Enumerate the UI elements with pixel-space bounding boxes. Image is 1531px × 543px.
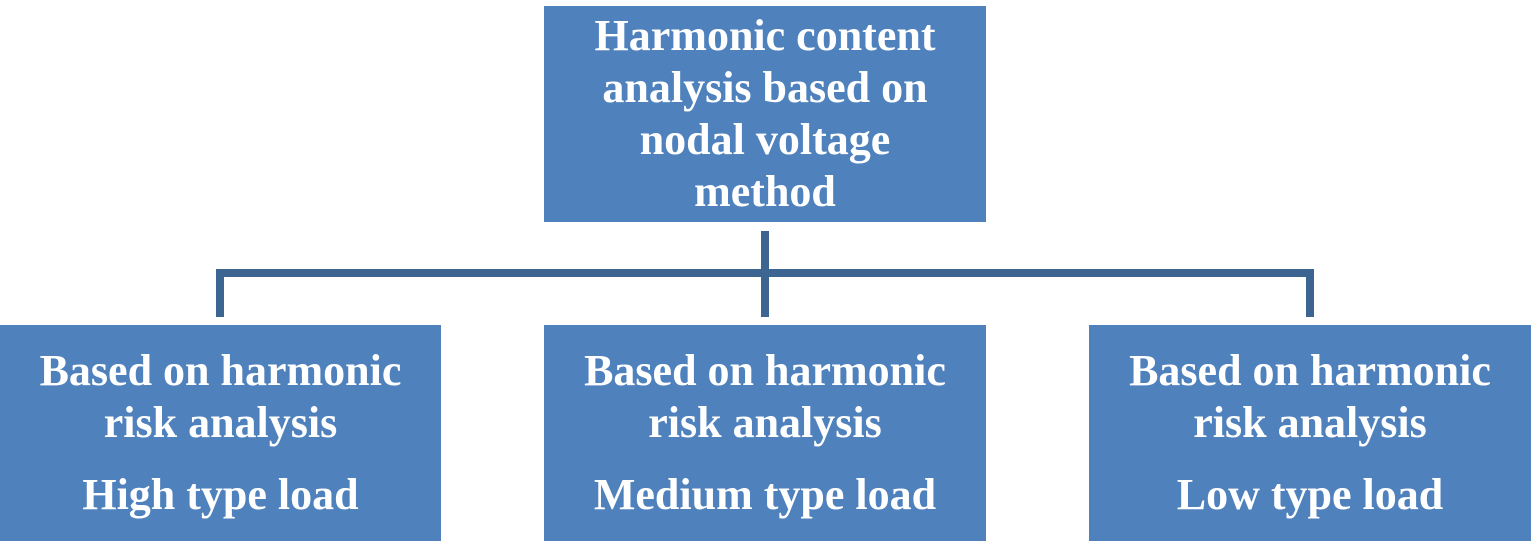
root-line-3: nodal voltage: [639, 115, 891, 164]
child-low-load-label: Low type load: [1176, 470, 1444, 519]
child-medium-load-label: Medium type load: [593, 470, 937, 519]
child-high-load-label: High type load: [82, 470, 359, 519]
root-line-4: method: [694, 167, 836, 216]
root-line-1: Harmonic content: [594, 11, 936, 60]
child-medium-line-1: Based on harmonic: [584, 346, 946, 395]
child-node-high: Based on harmonic risk analysis High typ…: [0, 325, 441, 541]
child-high-line-2: risk analysis: [103, 398, 338, 447]
root-node: Harmonic content analysis based on nodal…: [544, 6, 986, 222]
child-node-medium: Based on harmonic risk analysis Medium t…: [544, 325, 986, 541]
child-low-line-2: risk analysis: [1193, 398, 1427, 447]
child-node-low: Based on harmonic risk analysis Low type…: [1089, 325, 1531, 541]
child-high-line-1: Based on harmonic: [39, 346, 402, 395]
child-medium-line-2: risk analysis: [648, 398, 882, 447]
child-low-line-1: Based on harmonic: [1129, 346, 1491, 395]
root-line-2: analysis based on: [602, 63, 928, 112]
